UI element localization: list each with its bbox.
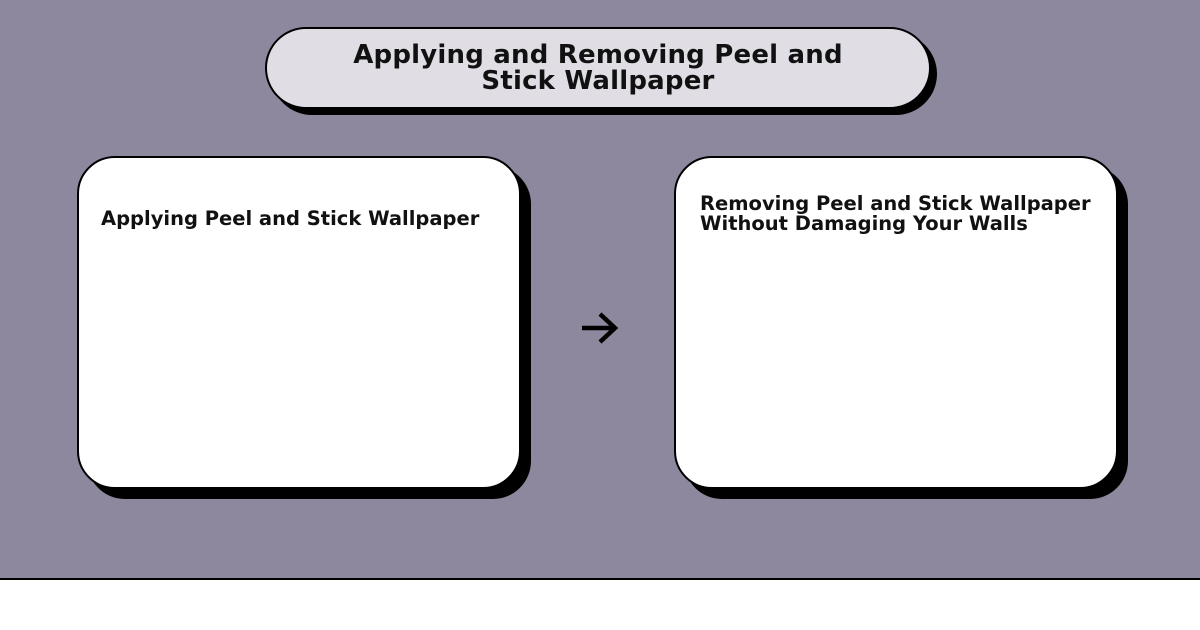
diagram-title-banner: Applying and Removing Peel and Stick Wal… [265,27,931,109]
step-box-removing-label: Removing Peel and Stick Wallpaper Withou… [700,192,1091,235]
arrow-right-icon [582,312,619,344]
diagram-canvas: Applying and Removing Peel and Stick Wal… [0,0,1200,580]
diagram-title: Applying and Removing Peel and Stick Wal… [353,40,843,96]
step-box-applying-label: Applying Peel and Stick Wallpaper [101,207,480,230]
step-box-removing: Removing Peel and Stick Wallpaper Withou… [674,156,1118,489]
step-box-applying: Applying Peel and Stick Wallpaper [77,156,521,489]
